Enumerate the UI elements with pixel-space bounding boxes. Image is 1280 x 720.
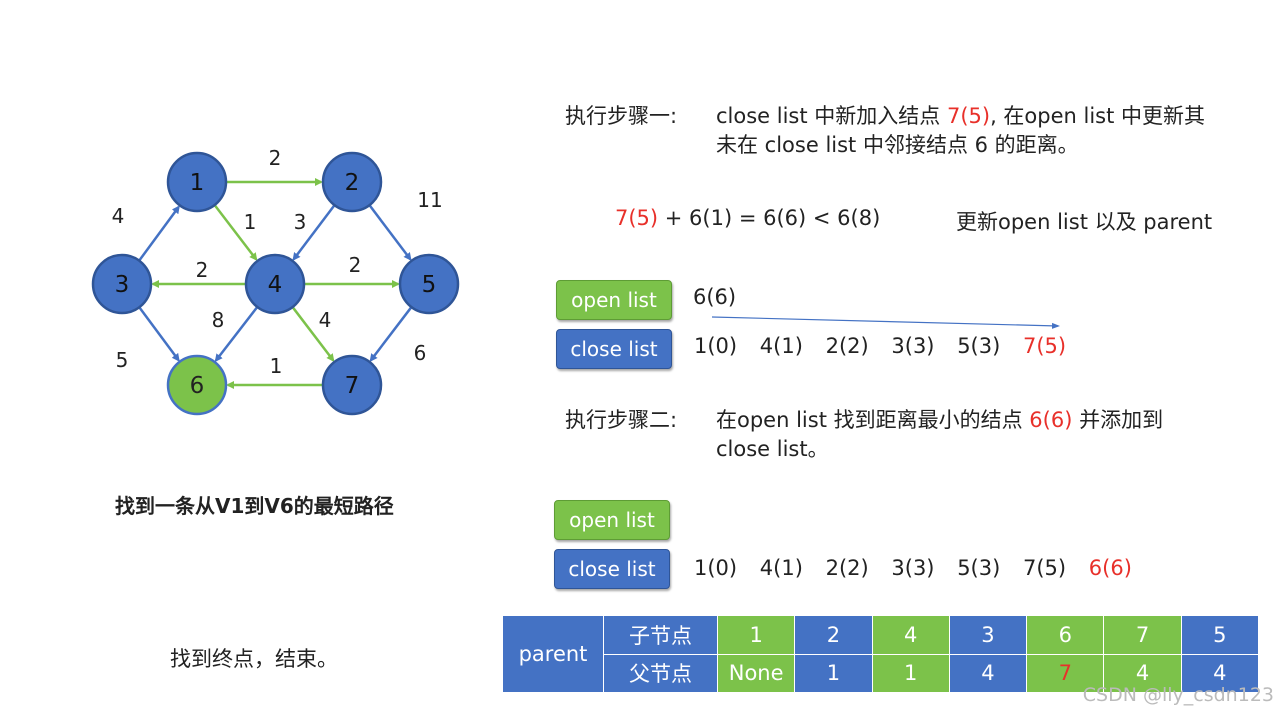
step1-text-a: close list 中新加入结点 — [716, 104, 947, 128]
child-cell: 7 — [1103, 615, 1182, 655]
close-list-items-2: 1(0) 4(1) 2(2) 3(3) 5(3) 7(5) 6(6) — [694, 556, 1148, 580]
formula-highlight: 7(5) — [615, 206, 659, 230]
close-list-item: 1(0) — [694, 334, 738, 358]
father-label: 父节点 — [603, 653, 718, 693]
update-note: 更新open list 以及 parent — [956, 210, 1213, 234]
node-label: 1 — [190, 170, 205, 196]
edge-2-5 — [368, 204, 412, 261]
child-row: parent 子节点 1 2 4 3 6 7 5 — [502, 615, 1260, 693]
step1-line1: close list 中新加入结点 7(5), 在open list 中更新其 — [716, 100, 1205, 130]
step2-text-b: 并添加到 — [1072, 408, 1164, 432]
child-label: 子节点 — [603, 615, 718, 655]
end-text: 找到终点，结束。 — [170, 647, 338, 671]
move-arrow — [711, 316, 1060, 329]
close-list-item: 5(3) — [957, 556, 1001, 580]
parent-title: parent — [502, 615, 604, 693]
formula-rest: + 6(1) = 6(6) < 6(8) — [658, 206, 881, 230]
edge-weight-label: 4 — [112, 204, 125, 228]
node-3 — [91, 253, 153, 315]
child-cell: 1 — [716, 615, 796, 655]
father-cell: 4 — [1103, 653, 1182, 693]
step2-label: 执行步骤二: — [565, 408, 678, 432]
node-4 — [244, 253, 306, 315]
edge-weight-label: 2 — [196, 258, 209, 282]
close-list-item: 3(3) — [891, 556, 935, 580]
child-cell: 2 — [794, 615, 873, 655]
node-label: 5 — [422, 272, 437, 298]
edge-4-6 — [214, 306, 259, 363]
edge-weight-label: 2 — [349, 253, 362, 277]
edge-4-7 — [291, 306, 335, 362]
node-2 — [321, 151, 383, 213]
child-cell: 3 — [948, 615, 1028, 655]
graph-caption: 找到一条从V1到V6的最短路径 — [115, 494, 394, 518]
edge-weight-label: 4 — [319, 308, 332, 332]
edge-weight-label: 3 — [294, 210, 307, 234]
node-label: 7 — [345, 373, 360, 399]
edge-weight-label: 2 — [269, 146, 282, 170]
node-label: 3 — [115, 272, 130, 298]
father-cell: 4 — [948, 653, 1028, 693]
close-list-badge-1: close list — [556, 329, 672, 369]
step2-line1: 在open list 找到距离最小的结点 6(6) 并添加到 — [716, 404, 1163, 434]
open-list-item: 6(6) — [693, 285, 737, 309]
edge-weight-label: 8 — [212, 308, 225, 332]
close-list-item: 7(5) — [1022, 556, 1067, 580]
child-cell: 5 — [1180, 615, 1260, 655]
edge-weight-label: 5 — [116, 348, 129, 372]
father-cell: 1 — [871, 653, 950, 693]
close-list-item: 5(3) — [957, 334, 1001, 358]
step2-line2: close list。 — [716, 437, 829, 461]
close-list-item: 4(1) — [759, 334, 803, 358]
close-list-item: 2(2) — [825, 334, 869, 358]
step1-line2: 未在 close list 中邻接结点 6 的距离。 — [716, 133, 1079, 157]
edge-weight-label: 6 — [414, 341, 427, 365]
step1-text-b: , 在open list 中更新其 — [990, 104, 1206, 128]
node-label: 2 — [345, 170, 360, 196]
close-list-items-1: 1(0) 4(1) 2(2) 3(3) 5(3) 7(5) — [694, 334, 1082, 358]
step1-highlight: 7(5) — [946, 104, 991, 128]
edge-5-7 — [369, 306, 413, 362]
step1-label: 执行步骤一: — [565, 104, 678, 128]
close-list-new-item: 7(5) — [1022, 334, 1067, 358]
edge-2-4 — [292, 204, 336, 261]
edge-3-1 — [138, 205, 180, 262]
edge-weight-label: 1 — [270, 354, 283, 378]
node-7 — [321, 354, 383, 416]
close-list-item: 4(1) — [759, 556, 803, 580]
open-list-items-1: 6(6) — [693, 285, 752, 309]
close-list-badge-2: close list — [554, 549, 670, 589]
parent-table: parent 子节点 1 2 4 3 6 7 5 父节点 None 1 1 4 … — [502, 615, 1260, 693]
node-6 — [166, 354, 228, 416]
node-label: 4 — [268, 272, 283, 298]
child-cell: 4 — [871, 615, 950, 655]
graph-diagram: 2 1 4 3 11 2 2 8 4 5 1 6 1 2 3 4 5 6 7 — [91, 146, 460, 416]
open-list-badge-1: open list — [556, 280, 672, 320]
open-list-badge-2: open list — [554, 500, 670, 540]
edge-weight-label: 1 — [244, 210, 257, 234]
father-row: 父节点 None 1 1 4 7 4 4 — [503, 653, 1260, 693]
step2-text-a: 在open list 找到距离最小的结点 — [716, 408, 1030, 432]
father-cell: 1 — [794, 653, 873, 693]
father-cell: 7 — [1026, 653, 1105, 693]
child-cell: 6 — [1026, 615, 1105, 655]
edge-3-6 — [138, 306, 180, 362]
watermark: CSDN @lly_csdn123 — [1082, 684, 1274, 706]
edge-weight-label: 11 — [417, 188, 442, 212]
close-list-item: 1(0) — [694, 556, 738, 580]
step2-highlight: 6(6) — [1029, 408, 1073, 432]
close-list-new-item: 6(6) — [1088, 556, 1132, 580]
update-formula: 7(5) + 6(1) = 6(6) < 6(8) — [615, 206, 880, 230]
node-5 — [398, 253, 460, 315]
close-list-item: 3(3) — [891, 334, 935, 358]
close-list-item: 2(2) — [825, 556, 869, 580]
edge-1-4 — [213, 204, 258, 261]
father-cell: None — [716, 653, 796, 693]
father-cell: 4 — [1180, 653, 1260, 693]
node-label: 6 — [190, 373, 205, 399]
node-1 — [166, 151, 228, 213]
